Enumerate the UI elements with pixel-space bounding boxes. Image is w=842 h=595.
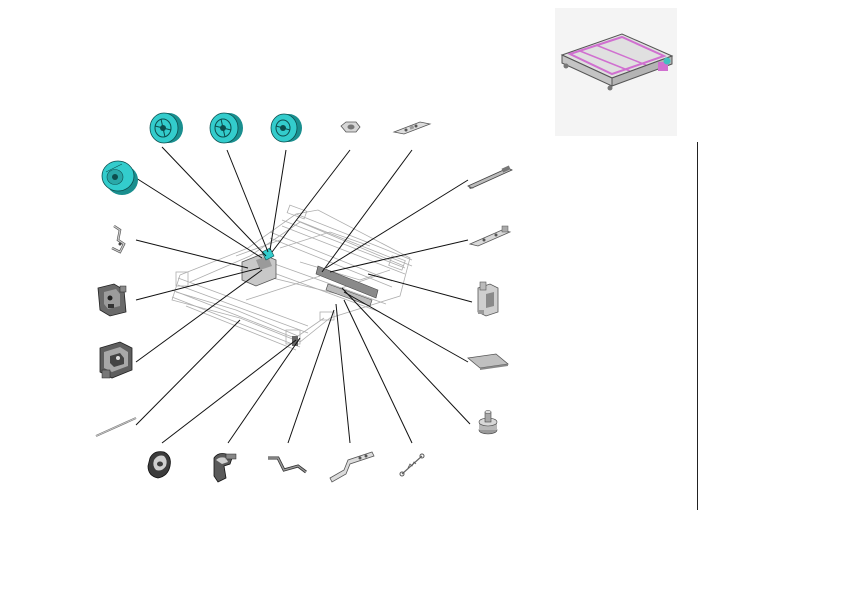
spring-icon [399, 453, 425, 477]
plate-icon [329, 451, 375, 483]
rod-icon [95, 417, 137, 437]
pad-icon [467, 353, 509, 370]
washer-icon [340, 121, 361, 133]
strip-icon [268, 456, 307, 474]
gear-icon [209, 112, 243, 144]
clip-icon [111, 224, 126, 254]
gear-icon [101, 160, 138, 195]
housing-icon [99, 341, 133, 379]
frame-assembly [171, 204, 413, 351]
cam-icon [147, 451, 171, 479]
plate-icon [392, 121, 432, 135]
lever-icon [213, 453, 237, 483]
plate-icon [468, 225, 512, 247]
gear-icon [149, 112, 183, 144]
knob-icon [478, 410, 498, 435]
side-plate-icon [97, 283, 127, 317]
leader-lines [135, 146, 473, 444]
shaft-icon [467, 165, 513, 189]
drive-block [241, 247, 379, 346]
bracket-icon [477, 281, 499, 317]
assembled-unit-thumbnail [555, 8, 677, 136]
gear-icon [270, 113, 302, 143]
